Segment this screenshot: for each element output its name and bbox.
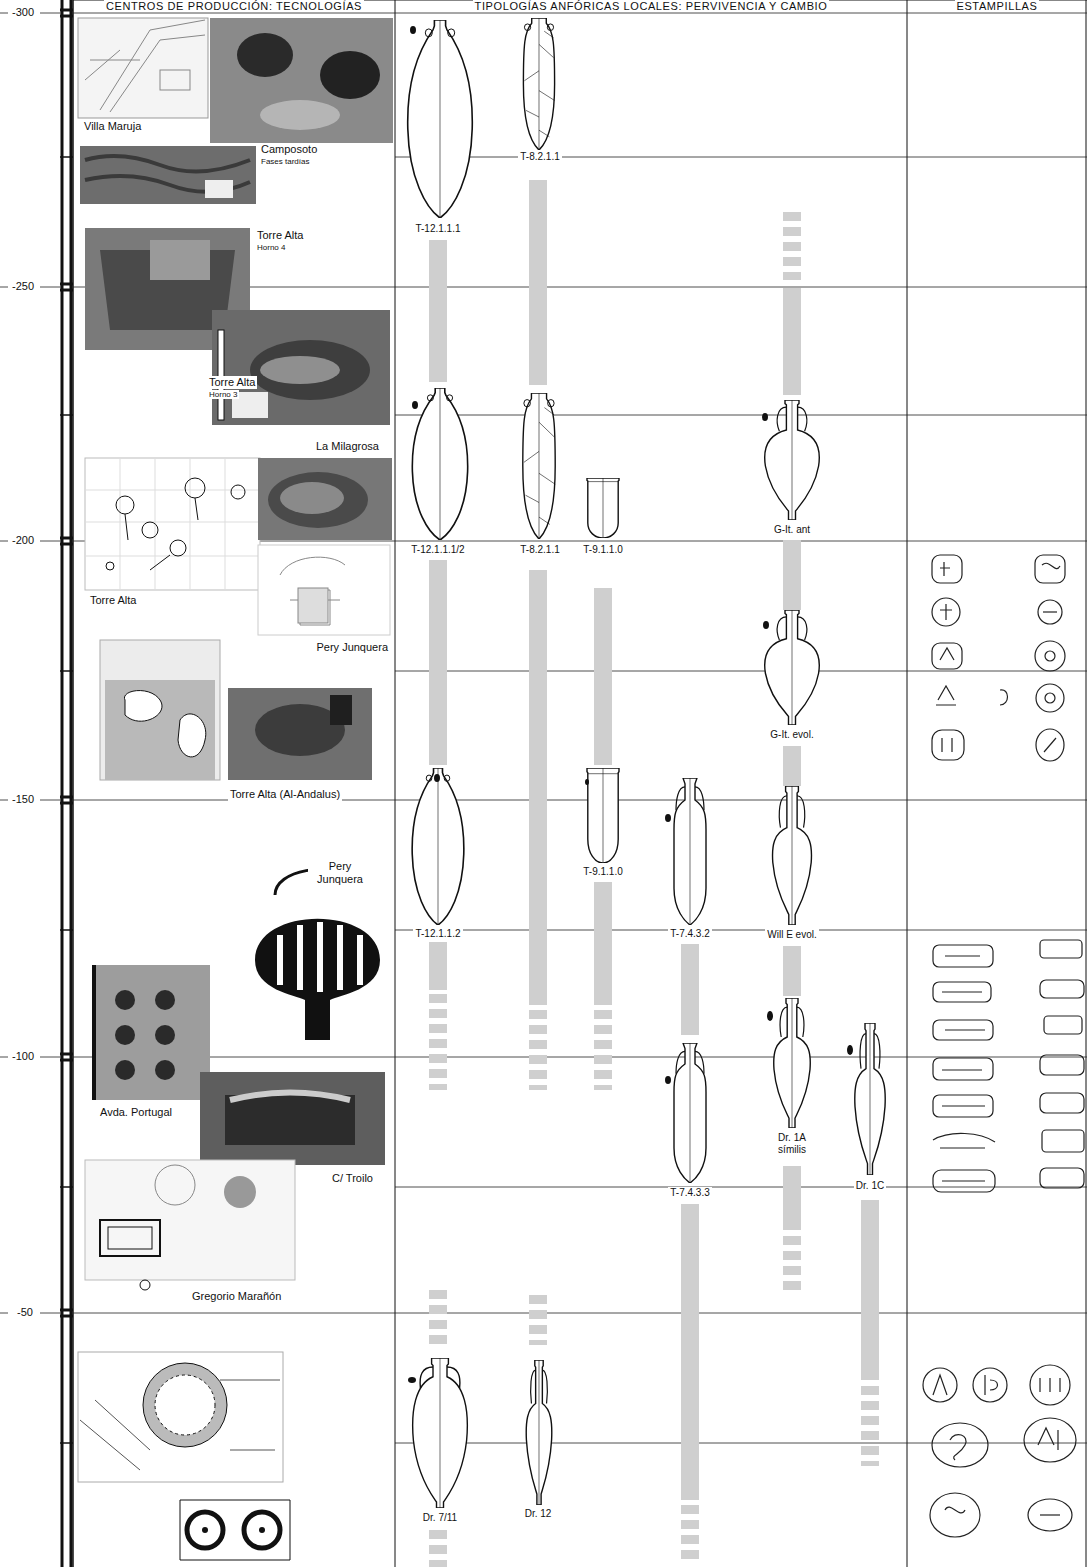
year-label: -200: [10, 534, 36, 547]
site-label: La Milagrosa: [314, 440, 381, 453]
year-label: -100: [10, 1050, 36, 1063]
time-lines: [0, 13, 1087, 1443]
column-header: CENTROS DE PRODUCCIÓN: TECNOLOGÍAS: [104, 0, 364, 12]
amphora-type-label: T-7.4.3.3: [668, 1187, 711, 1199]
site-label: C/ Troilo: [330, 1172, 375, 1185]
column-header: ESTAMPILLAS: [955, 0, 1040, 12]
site-label: Pery Junquera: [314, 641, 390, 654]
site-label: Pery Junquera: [308, 860, 372, 885]
site-illustrations: [78, 18, 393, 1560]
site-label: Avda. Portugal: [98, 1106, 174, 1119]
amphora-drawings: [408, 18, 886, 1508]
amphora-type-label: T-8.2.1.1: [518, 544, 561, 556]
site-label: Gregorio Marañón: [190, 1290, 283, 1303]
amphora-type-label: T-12.1.1.1: [413, 223, 462, 235]
year-label: -300: [10, 6, 36, 19]
amphora-type-label: Dr. 1A símilis: [762, 1132, 822, 1155]
site-label: Horno 3: [207, 390, 239, 399]
amphora-type-label: Dr. 1C: [854, 1180, 886, 1192]
amphora-type-label: G-It. evol.: [768, 729, 815, 741]
timeline-bar: [60, 0, 73, 1567]
site-label: Torre Alta: [88, 594, 138, 607]
amphora-type-label: T-12.1.1.2: [413, 928, 462, 940]
stamp-drawings: [923, 555, 1084, 1537]
amphora-type-label: T-8.2.1.1: [518, 151, 561, 163]
table-grid: [73, 0, 1087, 1567]
site-label: Torre Alta: [255, 229, 305, 242]
site-label: Horno 4: [255, 243, 287, 252]
column-header: TIPOLOGÍAS ANFÓRICAS LOCALES: PERVIVENCI…: [473, 0, 830, 12]
year-label: -150: [10, 793, 36, 806]
persistence-bars: [438, 180, 870, 1567]
amphora-type-label: T-9.1.1.0: [581, 544, 624, 556]
amphora-type-label: G-It. ant: [772, 524, 812, 536]
amphora-type-label: T-7.4.3.2: [668, 928, 711, 940]
site-label: Torre Alta: [207, 376, 257, 389]
amphora-type-label: T-12.1.1.1/2: [409, 544, 466, 556]
site-label: Camposoto: [259, 143, 319, 156]
year-label: -250: [10, 280, 36, 293]
site-label: Torre Alta (Al-Andalus): [228, 788, 342, 801]
site-label: Villa Maruja: [82, 120, 143, 133]
year-label: -50: [15, 1306, 35, 1319]
amphora-type-label: T-9.1.1.0: [581, 866, 624, 878]
site-label: Fases tardías: [259, 157, 311, 166]
amphora-type-label: Dr. 12: [523, 1508, 554, 1520]
amphora-type-label: Dr. 7/11: [421, 1512, 459, 1524]
amphora-type-label: Will E evol.: [765, 929, 818, 941]
